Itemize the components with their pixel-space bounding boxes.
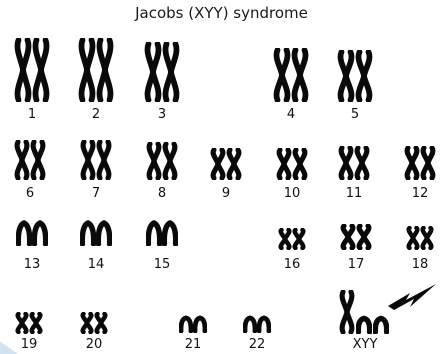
chromosome-21 [179,315,207,333]
chromosome-label-21: 21 [175,337,211,352]
chromosome-label-19: 19 [11,337,47,352]
chromosome-4 [273,48,309,102]
chromosome-6 [14,140,46,180]
chromosome-label-17: 17 [338,257,374,272]
chromosome-2 [78,38,114,102]
chromosome-label-15: 15 [144,257,180,272]
chromosome-11 [338,146,370,180]
chromosome-14 [80,220,112,246]
chromosome-8 [146,142,178,180]
arrow-icon [384,280,443,320]
chromosome-label-3: 3 [144,107,180,122]
chromosome-label-xyy: XYY [347,337,383,352]
chromosome-18 [406,226,434,250]
chromosome-label-7: 7 [78,186,114,201]
chromosome-13 [16,220,48,246]
chromosome-label-11: 11 [336,186,372,201]
chromosome-22 [243,315,271,333]
figure-title: Jacobs (XYY) syndrome [0,4,443,22]
chromosome-label-4: 4 [273,107,309,122]
chromosome-label-6: 6 [12,186,48,201]
chromosome-label-18: 18 [402,257,438,272]
chromosome-10 [276,148,308,180]
chromosome-label-10: 10 [274,186,310,201]
chromosome-label-16: 16 [274,257,310,272]
chromosome-label-22: 22 [239,337,275,352]
chromosome-20 [80,312,108,334]
chromosome-17 [340,224,372,250]
chromosome-label-5: 5 [337,107,373,122]
chromosome-19 [15,312,43,334]
chromosome-label-1: 1 [14,107,50,122]
chromosome-7 [80,140,112,180]
chromosome-3 [144,42,180,102]
chromosome-12 [404,146,436,180]
chromosome-label-2: 2 [78,107,114,122]
chromosome-16 [278,228,306,250]
chromosome-1 [14,38,50,102]
chromosome-label-9: 9 [208,186,244,201]
chromosome-9 [210,148,242,180]
chromosome-label-20: 20 [76,337,112,352]
chromosome-5 [337,50,373,102]
chromosome-15 [146,220,178,246]
chromosome-label-12: 12 [402,186,438,201]
chromosome-label-13: 13 [14,257,50,272]
chromosome-label-14: 14 [78,257,114,272]
chromosome-label-8: 8 [144,186,180,201]
